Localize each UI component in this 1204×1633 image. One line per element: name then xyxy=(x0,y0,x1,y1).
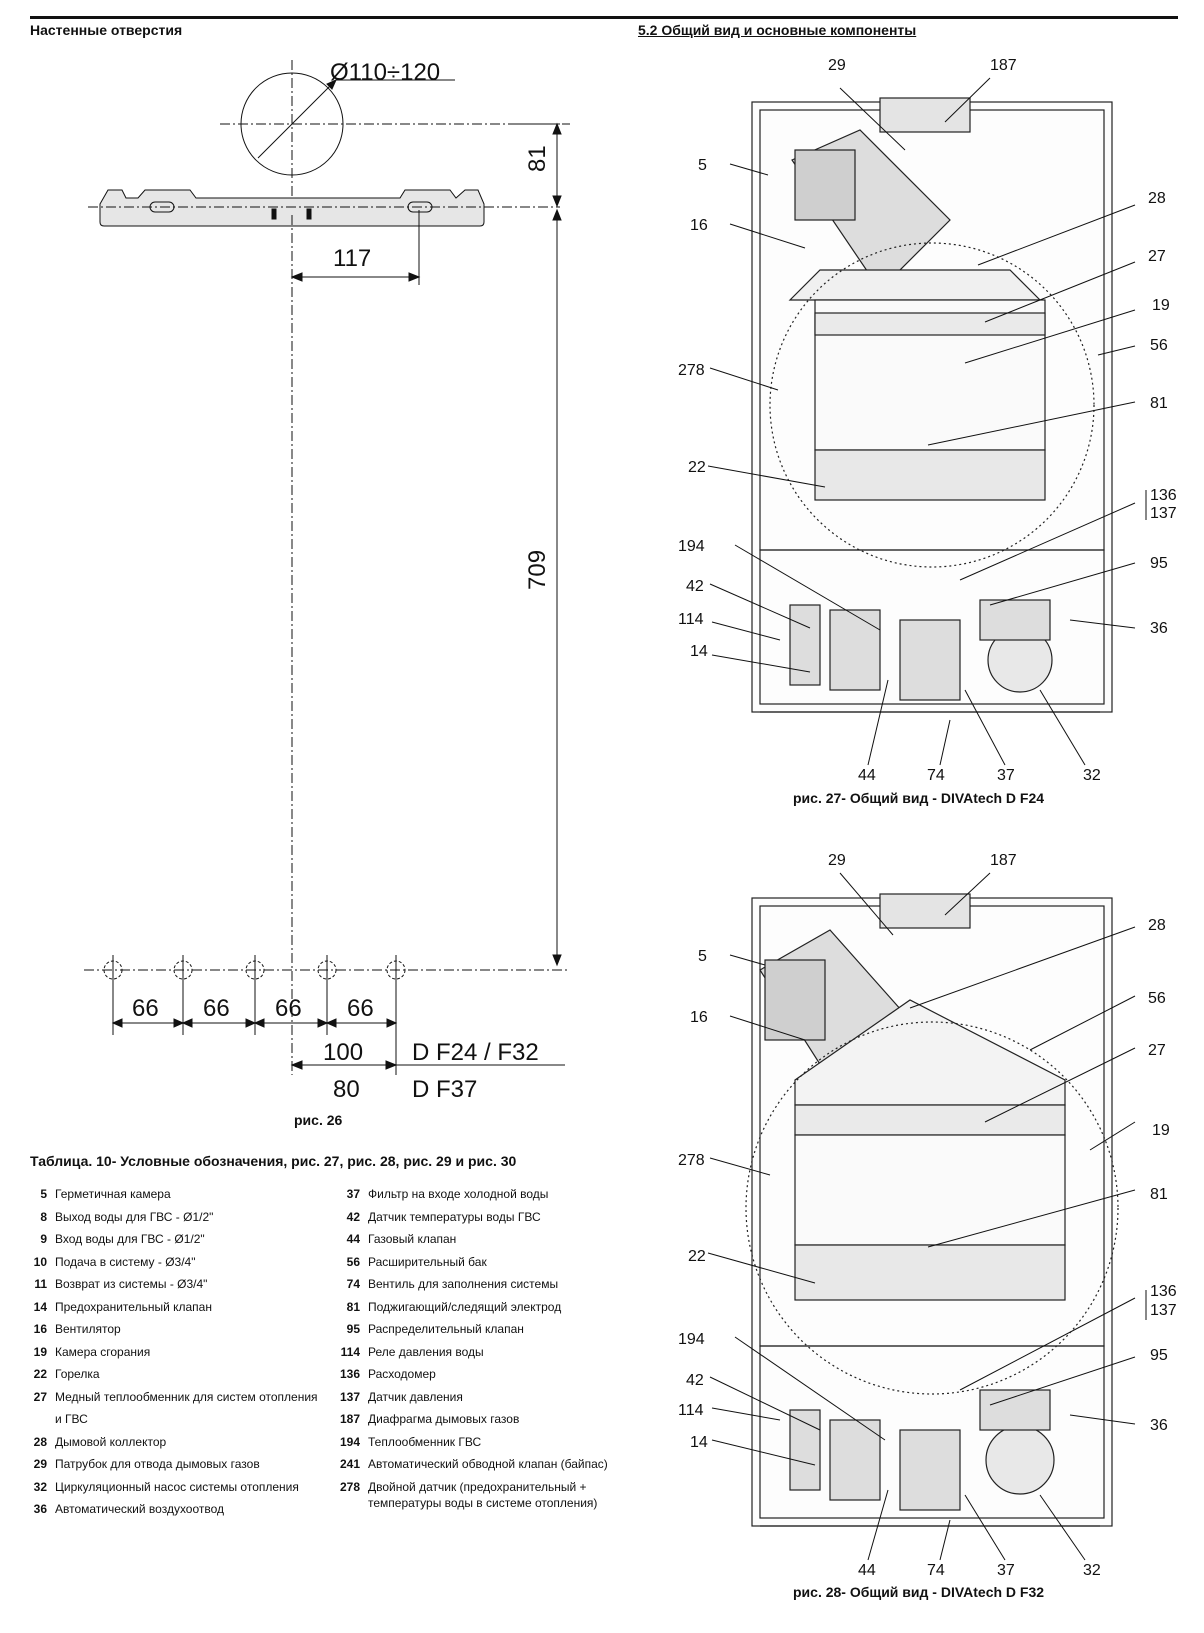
fig27-callout: 19 xyxy=(1152,297,1170,314)
fig28-callout: 187 xyxy=(990,852,1017,869)
fig28-callout: 194 xyxy=(678,1331,705,1348)
fig27-callout: 5 xyxy=(698,157,707,174)
fig27-callout: 28 xyxy=(1148,190,1166,207)
fig27-callout: 187 xyxy=(990,57,1017,74)
fig27-callout: 81 xyxy=(1150,395,1168,412)
dim-81: 81 xyxy=(524,145,551,172)
fig28-callout: 136 xyxy=(1150,1283,1177,1300)
fig28-callout: 42 xyxy=(686,1372,704,1389)
dim-66-c: 66 xyxy=(275,995,302,1022)
dim-66-a: 66 xyxy=(132,995,159,1022)
fig27-callout: 136 xyxy=(1150,487,1177,504)
fig28-callout: 16 xyxy=(690,1009,708,1026)
fig28-callout: 278 xyxy=(678,1152,705,1169)
fig27-callout: 37 xyxy=(997,767,1015,784)
figure-28-caption: рис. 28- Общий вид - DIVAtech D F32 xyxy=(793,1584,1045,1600)
right-section-title: 5.2 Общий вид и основные компоненты xyxy=(638,22,917,38)
fig27-callout: 29 xyxy=(828,57,846,74)
fig27-callout: 74 xyxy=(927,767,945,784)
fig27-callout: 32 xyxy=(1083,767,1101,784)
fig28-callout: 74 xyxy=(927,1562,945,1579)
fig28-callout: 28 xyxy=(1148,917,1166,934)
fig28-callout: 5 xyxy=(698,948,707,965)
fig27-callout: 14 xyxy=(690,643,708,660)
top-rule xyxy=(30,16,1178,19)
dim-709: 709 xyxy=(524,550,551,590)
fig28-callout: 56 xyxy=(1148,990,1166,1007)
fig28-callout: 32 xyxy=(1083,1562,1101,1579)
fig27-callout: 27 xyxy=(1148,248,1166,265)
fig27-callout: 16 xyxy=(690,217,708,234)
fig28-callout: 36 xyxy=(1150,1417,1168,1434)
fig28-callout: 114 xyxy=(678,1402,704,1419)
dim-66-b: 66 xyxy=(203,995,230,1022)
fig28-callout: 19 xyxy=(1152,1122,1170,1139)
figure-27-caption: рис. 27- Общий вид - DIVAtech D F24 xyxy=(793,790,1045,806)
fig27-callout: 194 xyxy=(678,538,705,555)
fig28-callout: 22 xyxy=(688,1248,706,1265)
diameter-label: Ø110÷120 xyxy=(330,59,440,86)
fig27-callout: 42 xyxy=(686,578,704,595)
fig27-callout: 137 xyxy=(1150,505,1177,522)
fig28-callout: 29 xyxy=(828,852,846,869)
label-df37: D F37 xyxy=(412,1076,477,1103)
fig27-callout: 114 xyxy=(678,611,704,628)
fig28-callout: 95 xyxy=(1150,1347,1168,1364)
fig27-callout: 36 xyxy=(1150,620,1168,637)
dim-66-d: 66 xyxy=(347,995,374,1022)
fig28-callout: 81 xyxy=(1150,1186,1168,1203)
dim-80: 80 xyxy=(333,1076,360,1103)
fig27-callout: 22 xyxy=(688,459,706,476)
label-df24-f32: D F24 / F32 xyxy=(412,1039,539,1066)
fig28-callout: 137 xyxy=(1150,1302,1177,1319)
left-section-title: Настенные отверстия xyxy=(30,22,183,38)
fig28-callout: 37 xyxy=(997,1562,1015,1579)
fig28-callout: 27 xyxy=(1148,1042,1166,1059)
fig27-callout: 95 xyxy=(1150,555,1168,572)
dim-117: 117 xyxy=(333,245,371,272)
figure-26-caption: рис. 26 xyxy=(294,1112,343,1128)
mounting-bracket xyxy=(99,189,485,227)
fig27-callout: 44 xyxy=(858,767,876,784)
fig28-callout: 44 xyxy=(858,1562,876,1579)
fig27-callout: 56 xyxy=(1150,337,1168,354)
fig27-callout: 278 xyxy=(678,362,705,379)
fig28-callout: 14 xyxy=(690,1434,708,1451)
dim-100: 100 xyxy=(323,1039,363,1066)
legend-table-title: Таблица. 10- Условные обозначения, рис. … xyxy=(30,1153,517,1169)
